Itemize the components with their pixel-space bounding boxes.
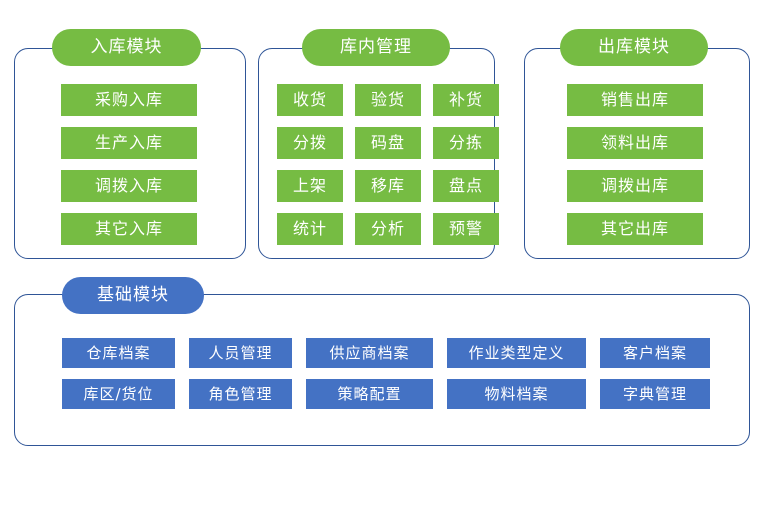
internal-item-allocation[interactable]: 分拨 (277, 127, 343, 159)
inbound-item-production[interactable]: 生产入库 (61, 127, 197, 159)
basic-module-panel (14, 294, 750, 446)
internal-item-statistics[interactable]: 统计 (277, 213, 343, 245)
basic-module-title: 基础模块 (62, 277, 204, 314)
internal-item-stocktaking[interactable]: 盘点 (433, 170, 499, 202)
basic-module-row-first: 仓库档案 人员管理 供应商档案 作业类型定义 客户档案 (62, 338, 724, 368)
internal-item-inspection[interactable]: 验货 (355, 84, 421, 116)
outbound-item-other[interactable]: 其它出库 (567, 213, 703, 245)
internal-item-replenish[interactable]: 补货 (433, 84, 499, 116)
basic-item-supplier-archive[interactable]: 供应商档案 (306, 338, 433, 368)
internal-management-item-grid: 收货 验货 补货 分拨 码盘 分拣 上架 移库 盘点 统计 分析 预警 (277, 84, 499, 245)
inbound-item-transfer[interactable]: 调拨入库 (61, 170, 197, 202)
outbound-item-picking[interactable]: 领料出库 (567, 127, 703, 159)
outbound-module-item-list: 销售出库 领料出库 调拨出库 其它出库 (567, 84, 703, 245)
internal-item-palletizing[interactable]: 码盘 (355, 127, 421, 159)
outbound-item-sales[interactable]: 销售出库 (567, 84, 703, 116)
inbound-item-purchase[interactable]: 采购入库 (61, 84, 197, 116)
internal-item-putaway[interactable]: 上架 (277, 170, 343, 202)
internal-item-alert[interactable]: 预警 (433, 213, 499, 245)
basic-item-task-type-definition[interactable]: 作业类型定义 (447, 338, 586, 368)
basic-item-zone-location[interactable]: 库区/货位 (62, 379, 175, 409)
internal-item-analysis[interactable]: 分析 (355, 213, 421, 245)
basic-item-role-management[interactable]: 角色管理 (189, 379, 292, 409)
inbound-item-other[interactable]: 其它入库 (61, 213, 197, 245)
inbound-module-title: 入库模块 (52, 29, 201, 66)
basic-item-warehouse-archive[interactable]: 仓库档案 (62, 338, 175, 368)
basic-item-material-archive[interactable]: 物料档案 (447, 379, 586, 409)
internal-item-sorting[interactable]: 分拣 (433, 127, 499, 159)
basic-item-dictionary-management[interactable]: 字典管理 (600, 379, 710, 409)
basic-item-staff-management[interactable]: 人员管理 (189, 338, 292, 368)
basic-item-customer-archive[interactable]: 客户档案 (600, 338, 710, 368)
outbound-item-transfer[interactable]: 调拨出库 (567, 170, 703, 202)
internal-item-relocation[interactable]: 移库 (355, 170, 421, 202)
internal-item-receiving[interactable]: 收货 (277, 84, 343, 116)
internal-management-title: 库内管理 (302, 29, 450, 66)
outbound-module-title: 出库模块 (560, 29, 708, 66)
basic-module-row-second: 库区/货位 角色管理 策略配置 物料档案 字典管理 (62, 379, 724, 409)
basic-item-strategy-config[interactable]: 策略配置 (306, 379, 433, 409)
inbound-module-item-list: 采购入库 生产入库 调拨入库 其它入库 (61, 84, 197, 245)
